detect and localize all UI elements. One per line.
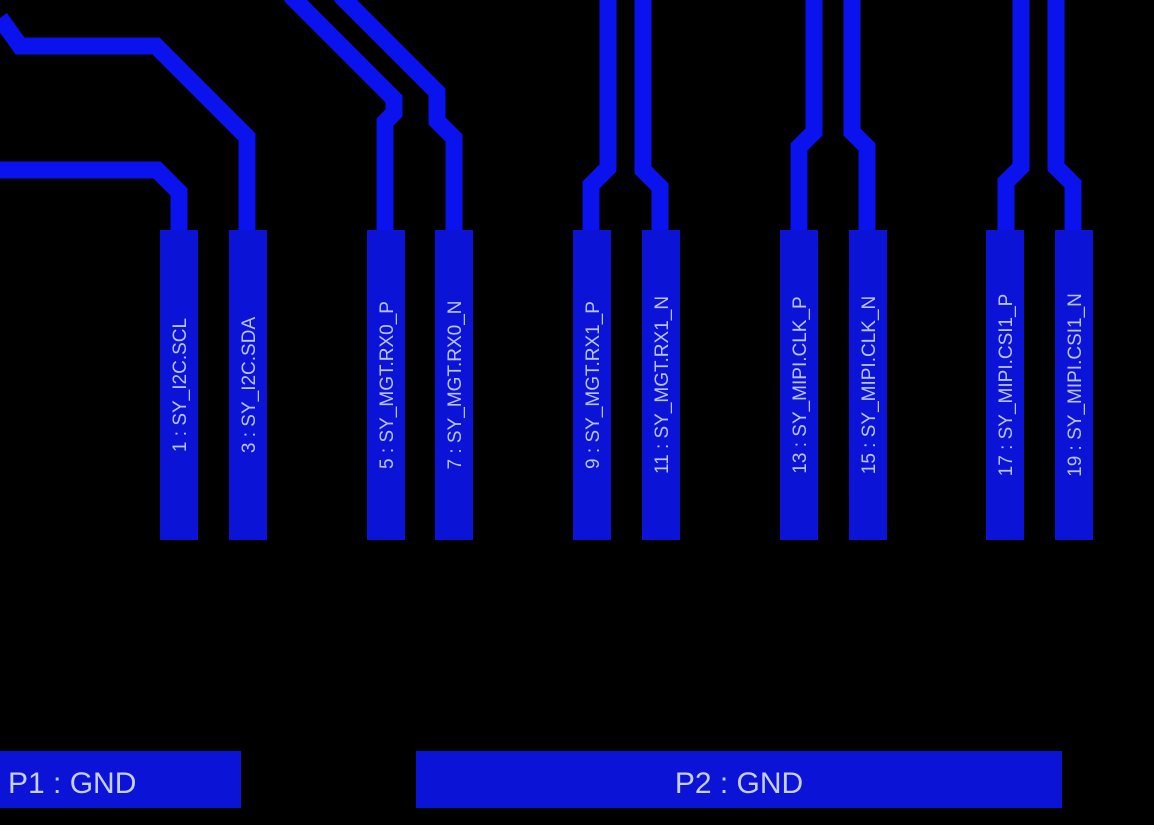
pad-11[interactable]: 11 : SY_MGT.RX1_N <box>642 230 680 540</box>
trace-mgt-rx0-n <box>333 0 463 232</box>
pad-label: 19 : SY_MIPI.CSI1_N <box>1065 293 1086 477</box>
pad-19[interactable]: 19 : SY_MIPI.CSI1_N <box>1055 230 1093 540</box>
pad-7[interactable]: 7 : SY_MGT.RX0_N <box>435 230 473 540</box>
trace-mipi-clk-n <box>843 0 876 232</box>
pad-5[interactable]: 5 : SY_MGT.RX0_P <box>367 230 405 540</box>
pad-15[interactable]: 15 : SY_MIPI.CLK_N <box>849 230 887 540</box>
trace-mgt-rx1-n <box>634 0 669 232</box>
gnd-pad-p1[interactable]: P1 : GND <box>0 751 241 808</box>
pad-label: 7 : SY_MGT.RX0_N <box>445 301 466 470</box>
trace-mipi-clk-p <box>790 0 823 232</box>
pad-label: 13 : SY_MIPI.CLK_P <box>790 296 811 473</box>
trace-mgt-rx0-p <box>283 0 403 232</box>
pad-label: 3 : SY_I2C.SDA <box>239 317 260 454</box>
pad-9[interactable]: 9 : SY_MGT.RX1_P <box>573 230 611 540</box>
pad-label: 5 : SY_MGT.RX0_P <box>377 301 398 469</box>
pad-label: 17 : SY_MIPI.CSI1_P <box>996 294 1017 477</box>
pad-label: 15 : SY_MIPI.CLK_N <box>859 296 880 474</box>
traces <box>0 0 1082 232</box>
pad-13[interactable]: 13 : SY_MIPI.CLK_P <box>780 230 818 540</box>
pad-label: 1 : SY_I2C.SCL <box>170 318 191 452</box>
trace-mgt-rx1-p <box>582 0 617 232</box>
pad-17[interactable]: 17 : SY_MIPI.CSI1_P <box>986 230 1024 540</box>
pad-1[interactable]: 1 : SY_I2C.SCL <box>160 230 198 540</box>
gnd-pad-label: P2 : GND <box>675 767 803 800</box>
pad-label: 11 : SY_MGT.RX1_N <box>652 296 673 474</box>
signal-pads: 1 : SY_I2C.SCL 3 : SY_I2C.SDA 5 : SY_MGT… <box>160 230 1093 540</box>
pad-3[interactable]: 3 : SY_I2C.SDA <box>229 230 267 540</box>
trace-i2c-sda <box>0 13 256 232</box>
gnd-pad-p2[interactable]: P2 : GND <box>416 751 1062 808</box>
pad-label: 9 : SY_MGT.RX1_P <box>583 301 604 469</box>
trace-mipi-csi1-n <box>1047 0 1082 232</box>
trace-mipi-csi1-p <box>997 0 1030 232</box>
gnd-pad-label: P1 : GND <box>8 767 136 800</box>
ground-pads: P1 : GND P2 : GND <box>0 751 1062 808</box>
trace-i2c-scl <box>0 161 188 232</box>
